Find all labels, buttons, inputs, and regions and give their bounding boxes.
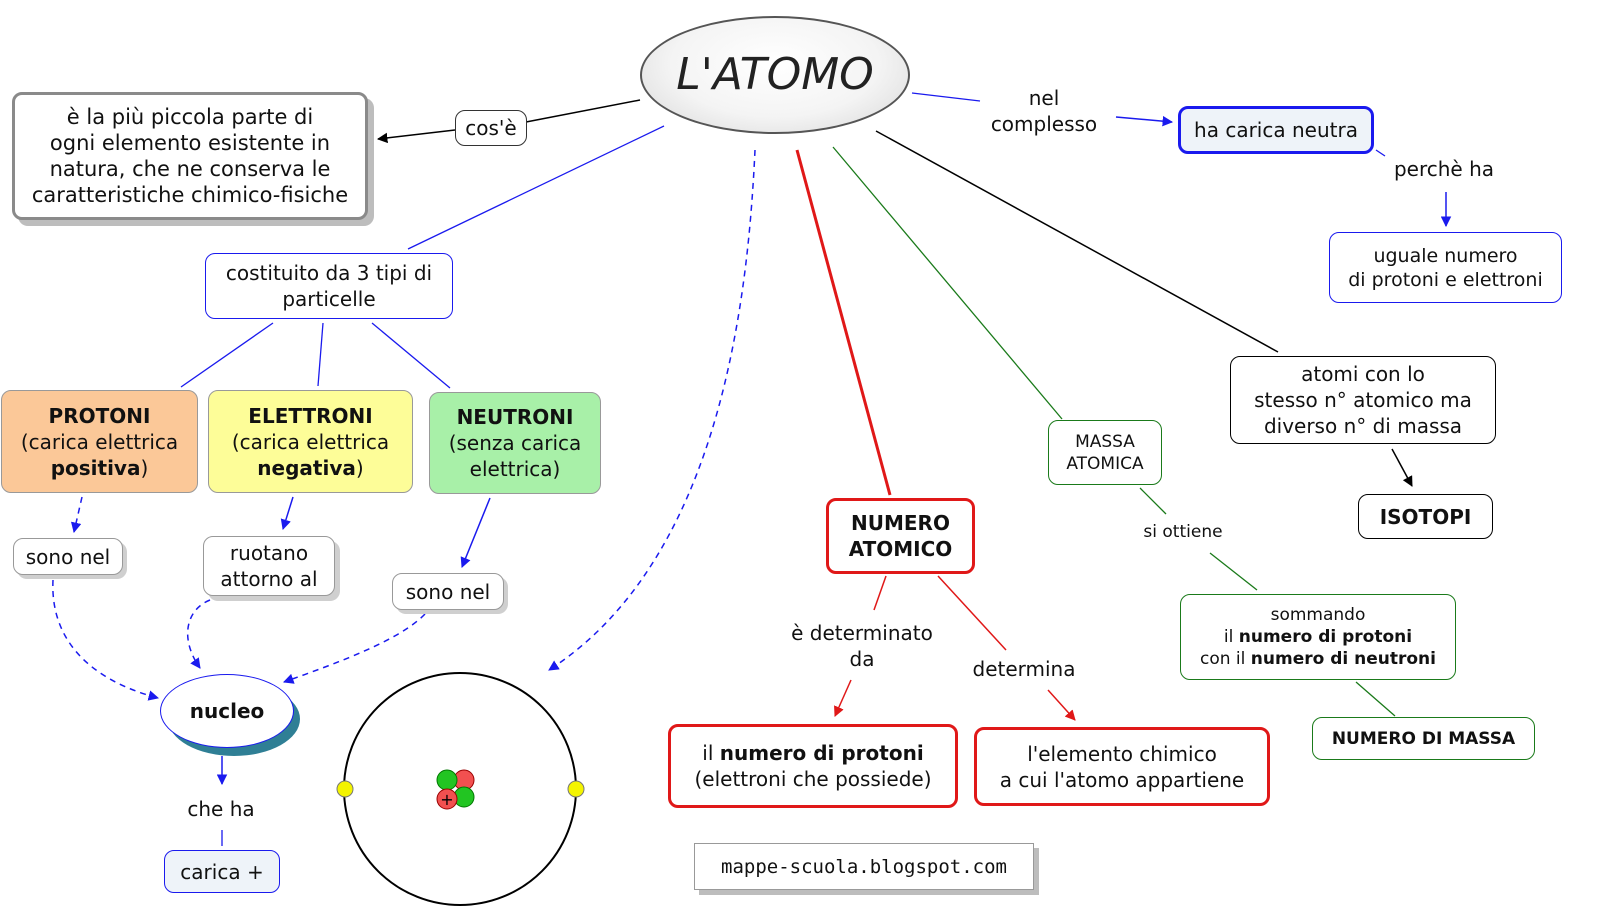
- link-cose-definition: [376, 129, 456, 144]
- particles-box[interactable]: costituito da 3 tipi di particelle: [205, 253, 453, 319]
- protoni-box[interactable]: PROTONI (carica elettrica positiva): [1, 390, 198, 493]
- link-neutroni-sonnel: [460, 497, 491, 568]
- determinato-da-label[interactable]: è determinato da: [778, 620, 946, 672]
- link-title-nel: [911, 92, 981, 102]
- link-massa-siottiene: [1139, 487, 1167, 515]
- perche-ha-label[interactable]: perchè ha: [1386, 156, 1502, 182]
- link-desc-isotopi: [1391, 448, 1413, 487]
- numero-di-massa-box[interactable]: NUMERO DI MASSA: [1312, 717, 1535, 760]
- elemento-chimico-box[interactable]: l'elemento chimico a cui l'atomo apparti…: [974, 727, 1270, 806]
- massa-atomica-box[interactable]: MASSA ATOMICA: [1048, 420, 1162, 485]
- link-title-atom-image: [548, 149, 756, 671]
- numero-atomico-box[interactable]: NUMERO ATOMICO: [826, 498, 975, 574]
- link-sommando-numero-massa: [1355, 681, 1396, 717]
- link-particles-protoni: [180, 322, 274, 388]
- link-protoni-sonnel: [70, 496, 83, 534]
- link-title-isotopi: [875, 130, 1279, 353]
- nucleus-neutron-top: [436, 769, 458, 791]
- protoni-sono-nel-label[interactable]: sono nel: [13, 538, 123, 575]
- electron-left-dot: [336, 780, 354, 798]
- isotopi-description-box[interactable]: atomi con lo stesso n° atomico ma divers…: [1230, 356, 1496, 444]
- ruotano-attorno-label[interactable]: ruotano attorno al: [203, 536, 335, 596]
- electron-right-dot: [567, 780, 585, 798]
- link-elettroni-ruotano: [280, 496, 294, 531]
- definition-box[interactable]: è la più piccola parte di ogni elemento …: [12, 92, 368, 220]
- che-ha-label[interactable]: che ha: [176, 796, 266, 822]
- nucleus-proton-bottom: [436, 788, 458, 810]
- determina-label[interactable]: determina: [964, 656, 1084, 682]
- link-na-determina: [937, 575, 1007, 651]
- link-determinato-protoni: [834, 679, 852, 717]
- nucleus-plus-sign: +: [440, 790, 453, 809]
- neutroni-box[interactable]: NEUTRONI (senza carica elettrica): [429, 392, 601, 494]
- carica-plus-box[interactable]: carica +: [164, 850, 280, 893]
- numero-protoni-box[interactable]: il numero di protoni (elettroni che poss…: [668, 724, 958, 808]
- link-nel-neutral: [1115, 115, 1174, 127]
- link-neutral-perche: [1375, 149, 1386, 157]
- same-number-box[interactable]: uguale numero di protoni e elettroni: [1329, 232, 1562, 303]
- elettroni-box[interactable]: ELETTRONI (carica elettrica negativa): [208, 390, 413, 493]
- link-title-cose: [525, 99, 641, 123]
- link-ruotano-nucleo: [186, 599, 211, 669]
- link-determina-elemento: [1047, 689, 1076, 721]
- watermark-box[interactable]: mappe-scuola.blogspot.com: [694, 843, 1034, 890]
- title-atomo[interactable]: L'ATOMO: [640, 16, 910, 134]
- nucleo-ellipse[interactable]: nucleo: [160, 674, 294, 748]
- si-ottiene-label[interactable]: si ottiene: [1128, 521, 1238, 543]
- link-na-determinato: [873, 575, 887, 611]
- atom-illustration: +: [336, 672, 585, 906]
- sommando-box[interactable]: sommando il numero di protoni con il num…: [1180, 594, 1456, 680]
- link-title-numero-atomico: [795, 149, 892, 496]
- neutroni-sono-nel-label[interactable]: sono nel: [392, 573, 504, 610]
- nel-complesso-label[interactable]: nel complesso: [982, 85, 1106, 137]
- isotopi-box[interactable]: ISOTOPI: [1358, 494, 1493, 539]
- link-sonnel-nucleo-left: [52, 579, 160, 701]
- link-title-particles: [407, 125, 665, 250]
- link-title-massa: [832, 146, 1063, 420]
- neutral-charge-box[interactable]: ha carica neutra: [1178, 106, 1374, 154]
- title-text: L'ATOMO: [676, 49, 874, 100]
- link-particles-neutroni: [371, 322, 451, 389]
- link-siottiene-sommando: [1209, 552, 1258, 591]
- cose-link-label[interactable]: cos'è: [455, 110, 527, 146]
- link-particles-elettroni: [317, 322, 324, 387]
- link-sonnel-nucleo-right: [283, 613, 426, 684]
